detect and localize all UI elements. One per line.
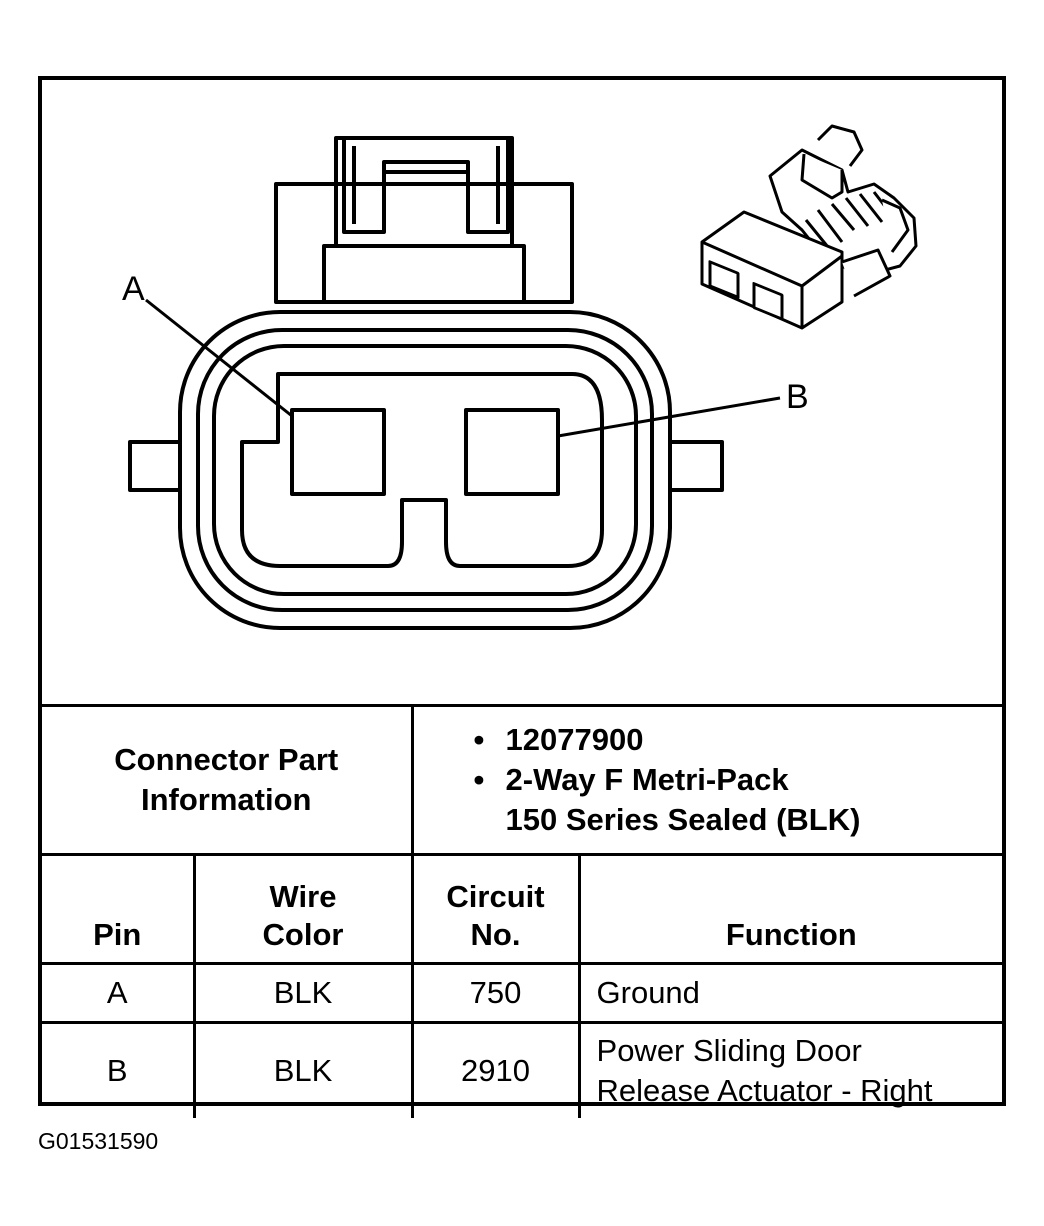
connector-description-line2: 150 Series Sealed (BLK) [505,802,861,837]
pin-table-header-row: Pin Wire Color Circuit No. Function [42,853,1003,965]
connector-description: 2-Way F Metri-Pack 150 Series Sealed (BL… [474,760,1003,840]
wire-color-cell: BLK [192,1021,414,1118]
circuit-cell: 750 [410,962,581,1024]
pin-a-cavity [290,408,386,496]
function-line1: Power Sliding Door [596,1033,862,1068]
connector-seal-ring [196,328,654,612]
figure-id: G01531590 [38,1128,159,1154]
connector-lock-tab [274,136,574,304]
function-line2: Release Actuator - Right [596,1073,933,1108]
connector-description-line1: 2-Way F Metri-Pack [505,762,789,797]
diagram-frame: A B [38,76,1006,1118]
circuit-header-line2: No. [470,917,521,952]
function-column-header: Function [577,853,1003,965]
connector-part-info-label: Connector Part Information [42,704,414,856]
table-row: A BLK 750 Ground [42,962,1003,1024]
circuit-column-header: Circuit No. [410,853,581,965]
connector-info-table: Connector Part Information 12077900 2-Wa… [42,704,1003,1118]
connector-isometric-view [700,124,918,330]
pin-b-cavity [464,408,560,496]
connector-cavity [240,372,604,568]
connector-part-info-label-line2: Information [141,782,312,817]
pin-cell: A [42,962,196,1024]
function-header-text: Function [725,917,857,952]
connector-part-info-value: 12077900 2-Way F Metri-Pack 150 Series S… [410,704,1003,856]
function-cell: Ground [577,962,1003,1024]
pin-column-header: Pin [42,853,196,965]
pin-b-label: B [786,378,809,416]
circuit-header-line1: Circuit [446,879,545,914]
pin-a-label: A [122,270,145,308]
connector-outer-shell [178,310,672,630]
right-side-ear [664,440,724,492]
pin-header-text: Pin [93,917,142,952]
connector-part-info-label-line1: Connector Part [114,742,339,777]
wire-color-header-line2: Color [262,917,344,952]
wire-color-cell: BLK [192,962,414,1024]
left-side-ear [128,440,188,492]
circuit-cell: 2910 [410,1021,581,1118]
table-row: B BLK 2910 Power Sliding Door Release Ac… [42,1021,1003,1118]
wire-color-column-header: Wire Color [192,853,414,965]
connector-drawing: A B [42,80,1002,704]
part-number: 12077900 [474,720,1003,760]
pin-a-leader [145,298,293,418]
pin-cell: B [42,1021,196,1118]
pin-b-leader [557,396,781,438]
function-line1: Ground [596,975,700,1010]
function-cell: Power Sliding Door Release Actuator - Ri… [577,1021,1003,1118]
wire-color-header-line1: Wire [269,879,337,914]
connector-part-info-row: Connector Part Information 12077900 2-Wa… [42,704,1003,856]
